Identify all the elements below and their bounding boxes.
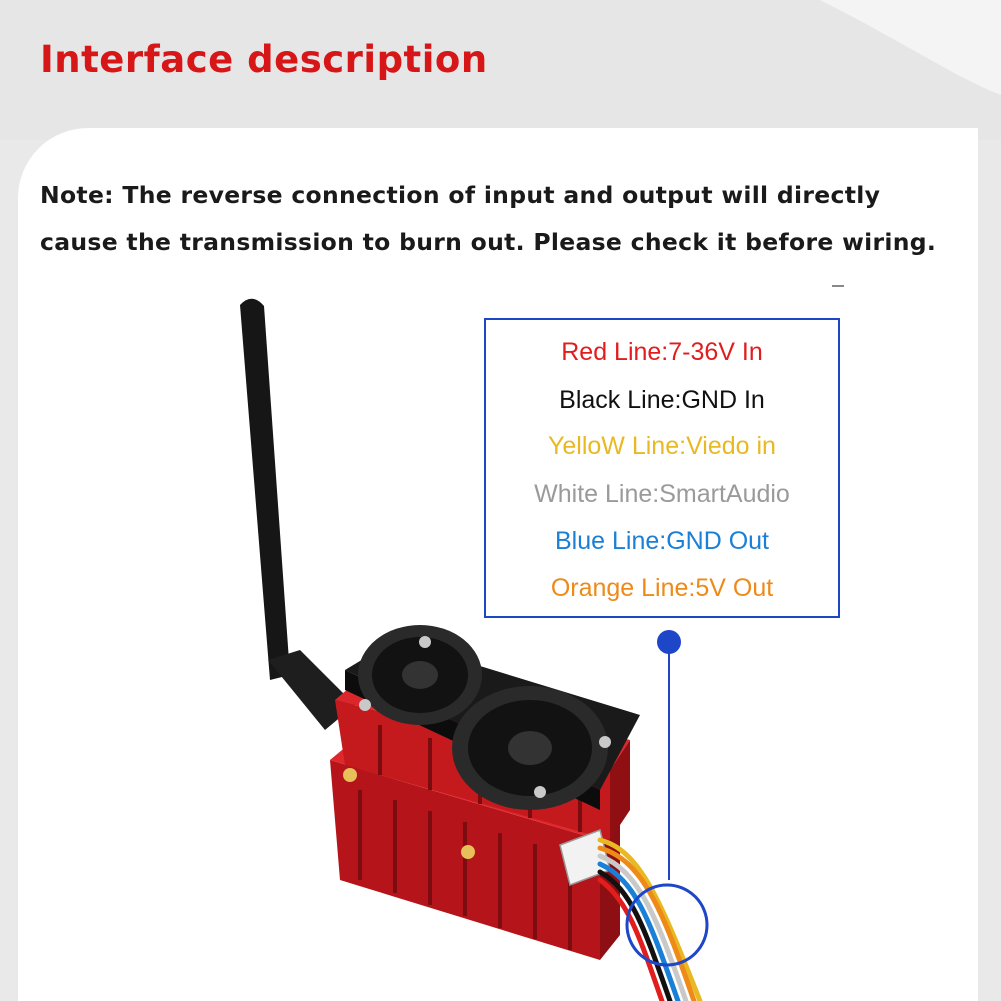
legend-item-blue: Blue Line:GND Out — [555, 527, 769, 555]
top-banner-curve — [820, 0, 1001, 95]
wire-bundle — [597, 837, 703, 1001]
page-title: Interface description — [40, 38, 488, 81]
antenna-icon — [240, 298, 355, 730]
top-banner — [0, 0, 1001, 140]
legend-item-yellow: YelloW Line:Viedo in — [548, 432, 776, 460]
screw-icon — [359, 636, 611, 798]
legend-item-black: Black Line:GND In — [559, 386, 765, 414]
fan-icon — [452, 686, 608, 810]
decorative-tick — [832, 285, 844, 287]
note-line-1: Note: The reverse connection of input an… — [40, 181, 881, 209]
wire-legend-box: Red Line:7-36V In Black Line:GND In Yell… — [484, 318, 840, 618]
legend-item-orange: Orange Line:5V Out — [550, 574, 774, 602]
legend-item-white: White Line:SmartAudio — [534, 480, 790, 508]
warning-note: Note: The reverse connection of input an… — [40, 172, 970, 266]
note-line-2: cause the transmission to burn out. Plea… — [40, 228, 937, 256]
legend-item-red: Red Line:7-36V In — [561, 338, 763, 366]
fan-icon — [358, 625, 482, 725]
callout-pointer — [625, 630, 709, 967]
